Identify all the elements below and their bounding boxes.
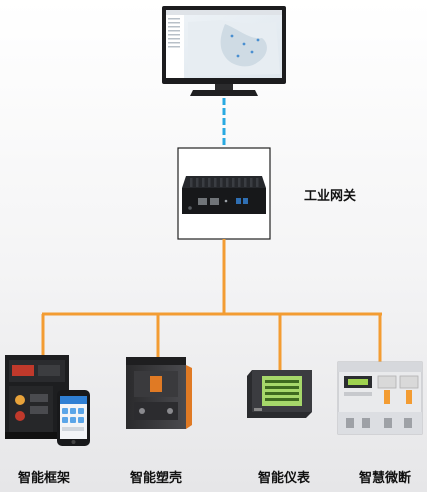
device-label-mini-breaker: 智慧微断 <box>359 470 411 486</box>
gateway-label: 工业网关 <box>304 188 356 204</box>
rs485-bus <box>41 239 382 370</box>
device-label-frame-breaker: 智能框架 <box>18 470 70 486</box>
molded-case-breaker-icon <box>126 357 192 429</box>
monitor-neck <box>215 84 233 90</box>
device-label-meter: 智能仪表 <box>258 470 311 486</box>
monitor <box>162 6 286 96</box>
smart-meter-icon <box>247 370 312 418</box>
device-label-molded-case: 智能塑壳 <box>130 470 182 486</box>
mini-circuit-breaker-icon <box>337 361 423 435</box>
smartphone-icon <box>57 390 90 446</box>
gateway-device-icon <box>182 176 266 214</box>
gateway-box <box>177 147 271 240</box>
monitor-base <box>190 90 258 96</box>
